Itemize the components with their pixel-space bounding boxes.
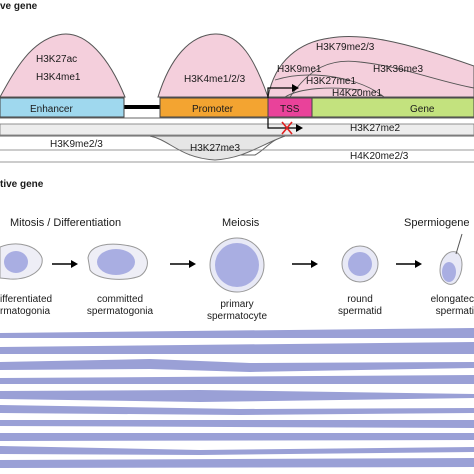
gene-label: Gene bbox=[410, 104, 435, 115]
cell-label-2-line2: spermatogonia bbox=[87, 306, 154, 317]
band-9 bbox=[0, 446, 474, 455]
band-5 bbox=[0, 390, 474, 402]
band-2 bbox=[0, 342, 474, 354]
enhancer-peak bbox=[0, 33, 126, 98]
peak-label-h3k27me1: H3K27me1 bbox=[306, 76, 356, 87]
cell-label-1-line2: rmatogonia bbox=[0, 306, 50, 317]
arrow-2-head bbox=[189, 260, 196, 268]
mark-level-bands bbox=[0, 328, 474, 468]
cell-elongated-nucleus bbox=[442, 262, 456, 282]
peak-label-h3k79me23: H3K79me2/3 bbox=[316, 42, 375, 53]
active-gene-title: ve gene bbox=[0, 1, 38, 12]
cell-differentiated-nucleus bbox=[4, 251, 28, 273]
peak-label-h3k36me3: H3K36me3 bbox=[373, 64, 423, 75]
gene-body-peak bbox=[267, 36, 474, 98]
band-6 bbox=[0, 405, 474, 415]
peak-label-h3k9me1: H3K9me1 bbox=[277, 64, 322, 75]
band-7 bbox=[0, 420, 474, 428]
tss-repressed-arrowhead bbox=[296, 124, 303, 132]
stage-mitosis-label: Mitosis / Differentiation bbox=[10, 217, 121, 229]
stage-meiosis-label: Meiosis bbox=[222, 217, 260, 229]
cell-round-nucleus bbox=[348, 252, 372, 276]
rep-label-h3k27me2: H3K27me2 bbox=[350, 123, 400, 134]
arrow-3-head bbox=[311, 260, 318, 268]
gene-peak-line-k27 bbox=[274, 74, 385, 98]
cell-elongated-tail bbox=[455, 233, 463, 255]
cell-label-4-line1: round bbox=[347, 294, 373, 305]
band-10 bbox=[0, 458, 474, 468]
enhancer-box bbox=[0, 97, 125, 118]
arrow-4-head bbox=[415, 260, 422, 268]
block-cross-icon bbox=[281, 121, 293, 135]
cell-label-5-line2: spermati bbox=[436, 306, 474, 317]
gene-box bbox=[311, 97, 474, 118]
cell-label-3-line2: spermatocyte bbox=[207, 311, 267, 322]
cell-label-1-line1: ifferentiated bbox=[0, 294, 52, 305]
promoter-peak bbox=[157, 33, 269, 98]
band-3 bbox=[0, 359, 474, 372]
peak-label-h3k4me123: H3K4me1/2/3 bbox=[184, 74, 246, 85]
cell-committed-nucleus bbox=[97, 249, 135, 275]
band-4 bbox=[0, 375, 474, 384]
stage-spermiogenesis-label: Spermiogene bbox=[404, 217, 469, 229]
band-8 bbox=[0, 433, 474, 441]
band-1 bbox=[0, 328, 474, 338]
peak-label-h3k27ac: H3K27ac bbox=[36, 54, 77, 65]
cell-label-3-line1: primary bbox=[220, 299, 253, 310]
peak-label-h4k20me1: H4K20me1 bbox=[332, 88, 382, 99]
inactive-gene-title: tive gene bbox=[0, 179, 44, 190]
tss-active-arrowhead bbox=[292, 84, 299, 92]
rep-label-h3k9me23: H3K9me2/3 bbox=[50, 139, 103, 150]
cell-label-2-line1: committed bbox=[97, 294, 143, 305]
tss-active-arrow bbox=[267, 87, 292, 98]
cell-primary-nucleus bbox=[215, 243, 259, 287]
cell-label-4-line2: spermatid bbox=[338, 306, 382, 317]
rep-label-h3k27me3: H3K27me3 bbox=[190, 143, 240, 154]
h3k27me3-dip bbox=[149, 135, 286, 161]
track-gap bbox=[0, 123, 474, 136]
enhancer-label: Enhancer bbox=[30, 104, 73, 115]
gene-peak-line-k20 bbox=[284, 87, 361, 98]
tss-label: TSS bbox=[280, 104, 300, 115]
promoter-label: Promoter bbox=[192, 104, 234, 115]
rep-label-h4k20me23: H4K20me2/3 bbox=[350, 151, 409, 162]
peak-label-h3k4me1: H3K4me1 bbox=[36, 72, 81, 83]
cell-label-5-line1: elongatec bbox=[431, 294, 474, 305]
arrow-1-head bbox=[71, 260, 78, 268]
